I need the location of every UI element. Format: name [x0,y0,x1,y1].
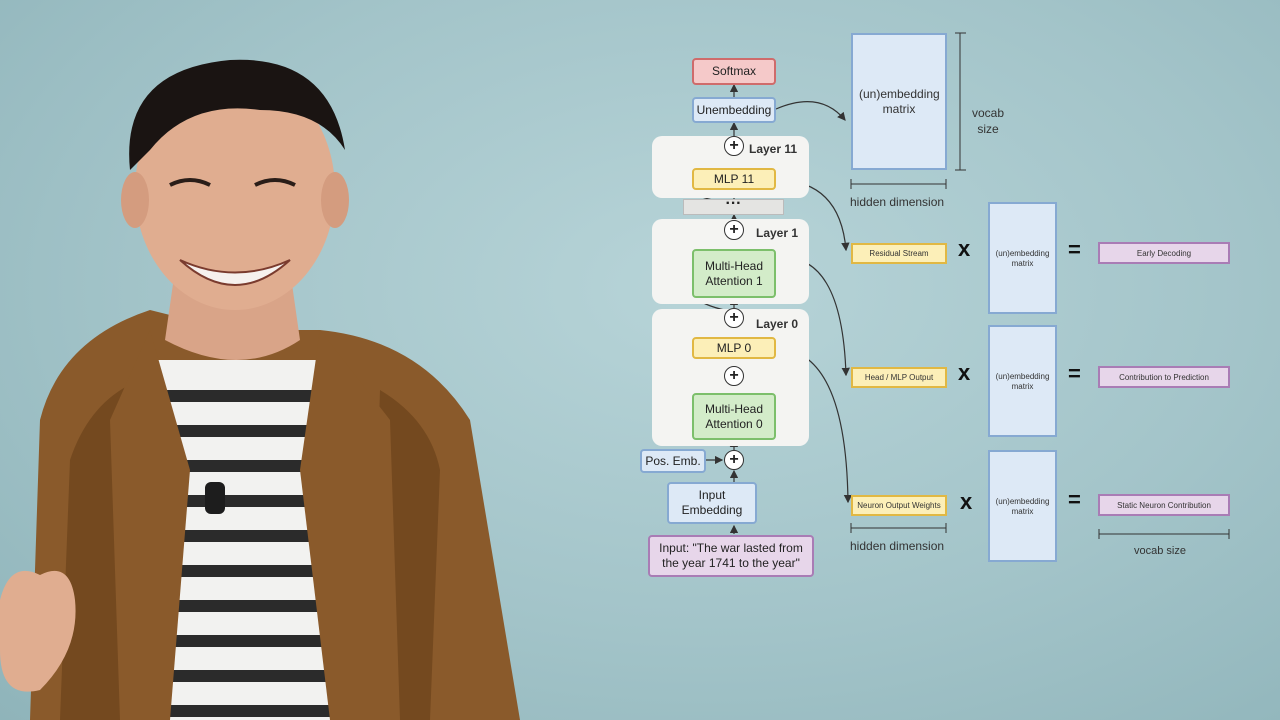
pos-emb-box: Pos. Emb. [640,449,706,473]
unembedding-box: Unembedding [692,97,776,123]
plus-icon: + [724,220,744,240]
mha-1-box: Multi-Head Attention 1 [692,249,776,298]
softmax-box: Softmax [692,58,776,85]
head-mlp-output-box: Head / MLP Output [851,367,947,388]
striped-shirt [150,360,368,720]
presenter-figure [0,59,520,720]
static-neuron-contribution-box: Static Neuron Contribution [1098,494,1230,516]
times-operator: x [958,236,971,261]
contribution-to-prediction-box: Contribution to Prediction [1098,366,1230,388]
equals-operator: = [1068,237,1081,262]
times-operator: x [960,489,973,514]
plus-icon: + [724,450,744,470]
neuron-output-weights-box: Neuron Output Weights [851,495,947,516]
mlp-0-box: MLP 0 [692,337,776,359]
matrix-label: (un)embedding matrix [995,497,1050,516]
lapel-mic [205,482,225,514]
layer-1-title: Layer 1 [756,226,799,240]
hidden-dimension-label: hidden dimension [850,195,945,209]
hidden-dimension-label-bottom: hidden dimension [850,539,945,553]
layer-11-title: Layer 11 [749,142,798,156]
early-decoding-box: Early Decoding [1098,242,1230,264]
unembedding-matrix-small: (un)embedding matrix [988,202,1057,314]
hand [0,570,76,692]
input-text-box: Input: "The war lasted from the year 174… [648,535,814,577]
matrix-label: (un)embedding matrix [995,249,1050,268]
matrix-label: (un)embedding matrix [995,372,1050,391]
mha-0-box: Multi-Head Attention 0 [692,393,776,440]
ellipsis: ··· [725,195,742,212]
plus-icon: + [724,366,744,386]
equals-operator: = [1068,361,1081,386]
unembedding-matrix: (un)embedding matrix [851,33,947,170]
equals-operator: = [1068,487,1081,512]
ellipsis-bar [683,199,784,215]
residual-stream-box: Residual Stream [851,243,947,264]
matrix-label: (un)embedding matrix [859,87,940,116]
vocab-size-label: vocab size [971,106,1005,136]
mlp-11-box: MLP 11 [692,168,776,190]
vocab-size-label-bottom: vocab size [1134,545,1186,557]
hair [129,59,345,170]
times-operator: x [958,360,971,385]
input-embedding-box: Input Embedding [667,482,757,524]
plus-icon: + [724,136,744,156]
face [135,70,335,310]
unembedding-matrix-small: (un)embedding matrix [988,325,1057,437]
plus-icon: + [724,308,744,328]
layer-0-title: Layer 0 [756,317,799,331]
unembedding-matrix-small: (un)embedding matrix [988,450,1057,562]
